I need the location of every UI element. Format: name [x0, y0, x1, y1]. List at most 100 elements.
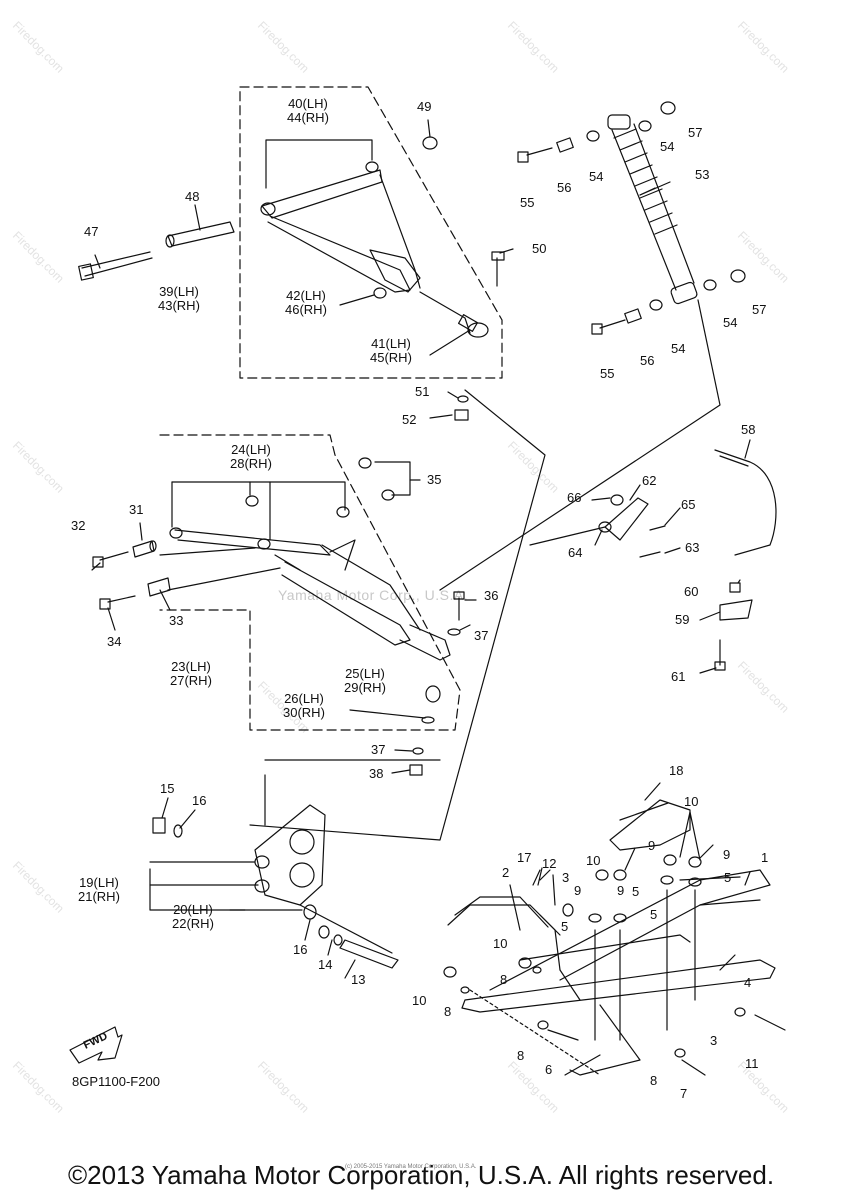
callout-34[interactable]: 34: [107, 634, 122, 649]
callout-10[interactable]: 10: [412, 993, 427, 1008]
ball-joint: [419, 251, 505, 421]
callout-36[interactable]: 36: [484, 588, 499, 603]
callout-40-44[interactable]: 40(LH) 44(RH): [287, 96, 329, 125]
callout-4[interactable]: 4: [744, 975, 752, 990]
callout-58[interactable]: 58: [741, 422, 756, 437]
copyright-notice: ©2013 Yamaha Motor Corporation, U.S.A. A…: [67, 1160, 775, 1190]
callout-leaders: [91, 119, 751, 979]
callout-51[interactable]: 51: [415, 384, 430, 399]
callout-9[interactable]: 9: [617, 883, 625, 898]
callout-9[interactable]: 9: [574, 883, 582, 898]
callout-66[interactable]: 66: [567, 490, 582, 505]
spindle: [152, 804, 399, 969]
callout-9[interactable]: 9: [723, 847, 731, 862]
callout-59[interactable]: 59: [675, 612, 690, 627]
callout-33[interactable]: 33: [169, 613, 184, 628]
callout-3[interactable]: 3: [710, 1033, 718, 1048]
callout-6[interactable]: 6: [545, 1062, 553, 1077]
cable: [714, 449, 777, 671]
callout-19-21[interactable]: 19(LH) 21(RH): [78, 875, 120, 904]
center-watermark: Yamaha Motor Corp., U.S.A.: [278, 587, 469, 603]
callout-57[interactable]: 57: [752, 302, 767, 317]
callout-63[interactable]: 63: [685, 540, 700, 555]
lower-a-arm: [169, 457, 465, 776]
callout-7[interactable]: 7: [680, 1086, 688, 1101]
callout-52[interactable]: 52: [402, 412, 417, 427]
callout-10[interactable]: 10: [586, 853, 601, 868]
callout-10[interactable]: 10: [493, 936, 508, 951]
callout-3[interactable]: 3: [562, 870, 570, 885]
dashed-center-line: [469, 989, 601, 1076]
lower-arm-group-box: [159, 434, 461, 731]
callout-15[interactable]: 15: [160, 781, 175, 796]
callout-56[interactable]: 56: [640, 353, 655, 368]
callout-13[interactable]: 13: [351, 972, 366, 987]
callout-53[interactable]: 53: [695, 167, 710, 182]
callout-14[interactable]: 14: [318, 957, 333, 972]
fine-print: (c) 2005-2015 Yamaha Motor Corporation, …: [345, 1164, 477, 1170]
callout-54[interactable]: 54: [589, 169, 604, 184]
callout-54[interactable]: 54: [671, 341, 686, 356]
callout-61[interactable]: 61: [671, 669, 686, 684]
upper-arm-group-box: [239, 86, 503, 379]
callout-8[interactable]: 8: [517, 1048, 525, 1063]
callout-24-28[interactable]: 24(LH) 28(RH): [230, 442, 272, 471]
diagram-code: 8GP1100-F200: [72, 1074, 160, 1089]
callout-5[interactable]: 5: [650, 907, 658, 922]
callout-9[interactable]: 9: [648, 838, 656, 853]
callout-20-22[interactable]: 20(LH) 22(RH): [172, 902, 214, 931]
callout-2[interactable]: 2: [502, 865, 510, 880]
callout-16[interactable]: 16: [293, 942, 308, 957]
callout-35[interactable]: 35: [427, 472, 442, 487]
callout-17[interactable]: 17: [517, 850, 532, 865]
callout-1[interactable]: 1: [761, 850, 769, 865]
callout-32[interactable]: 32: [71, 518, 86, 533]
callout-8[interactable]: 8: [444, 1004, 452, 1019]
upper-a-arm: [260, 161, 421, 293]
callout-47[interactable]: 47: [84, 224, 99, 239]
callout-5[interactable]: 5: [724, 870, 732, 885]
callout-60[interactable]: 60: [684, 584, 699, 599]
callout-57[interactable]: 57: [688, 125, 703, 140]
callout-26-30[interactable]: 26(LH) 30(RH): [283, 691, 325, 720]
callout-48[interactable]: 48: [185, 189, 200, 204]
fwd-arrow: [69, 1026, 123, 1064]
callout-23-27[interactable]: 23(LH) 27(RH): [170, 659, 212, 688]
callout-54[interactable]: 54: [660, 139, 675, 154]
callout-8[interactable]: 8: [500, 972, 508, 987]
callout-5[interactable]: 5: [632, 884, 640, 899]
callout-54[interactable]: 54: [723, 315, 738, 330]
callout-10[interactable]: 10: [684, 794, 699, 809]
callout-64[interactable]: 64: [568, 545, 583, 560]
callout-62[interactable]: 62: [642, 473, 657, 488]
lower-arm-bushings: [92, 540, 171, 610]
ski-hardware: [443, 854, 786, 1076]
callout-37[interactable]: 37: [371, 742, 386, 757]
callout-55[interactable]: 55: [520, 195, 535, 210]
callout-55[interactable]: 55: [600, 366, 615, 381]
callout-31[interactable]: 31: [129, 502, 144, 517]
callout-50[interactable]: 50: [532, 241, 547, 256]
pivot-shaft: [78, 136, 438, 299]
callout-18[interactable]: 18: [669, 763, 684, 778]
leader-lines: [159, 299, 721, 841]
shock-absorber: [517, 101, 746, 335]
callout-41-45[interactable]: 41(LH) 45(RH): [370, 336, 412, 365]
callout-12[interactable]: 12: [542, 856, 557, 871]
callout-39-43[interactable]: 39(LH) 43(RH): [158, 284, 200, 313]
callout-16[interactable]: 16: [192, 793, 207, 808]
callout-65[interactable]: 65: [681, 497, 696, 512]
steering-arm: [598, 494, 666, 558]
callout-25-29[interactable]: 25(LH) 29(RH): [344, 666, 386, 695]
callout-38[interactable]: 38: [369, 766, 384, 781]
callout-49[interactable]: 49: [417, 99, 432, 114]
callout-5[interactable]: 5: [561, 919, 569, 934]
ski: [447, 799, 776, 1076]
callout-8[interactable]: 8: [650, 1073, 658, 1088]
callout-56[interactable]: 56: [557, 180, 572, 195]
callout-11[interactable]: 11: [745, 1056, 759, 1071]
callout-37[interactable]: 37: [474, 628, 489, 643]
callout-42-46[interactable]: 42(LH) 46(RH): [285, 288, 327, 317]
